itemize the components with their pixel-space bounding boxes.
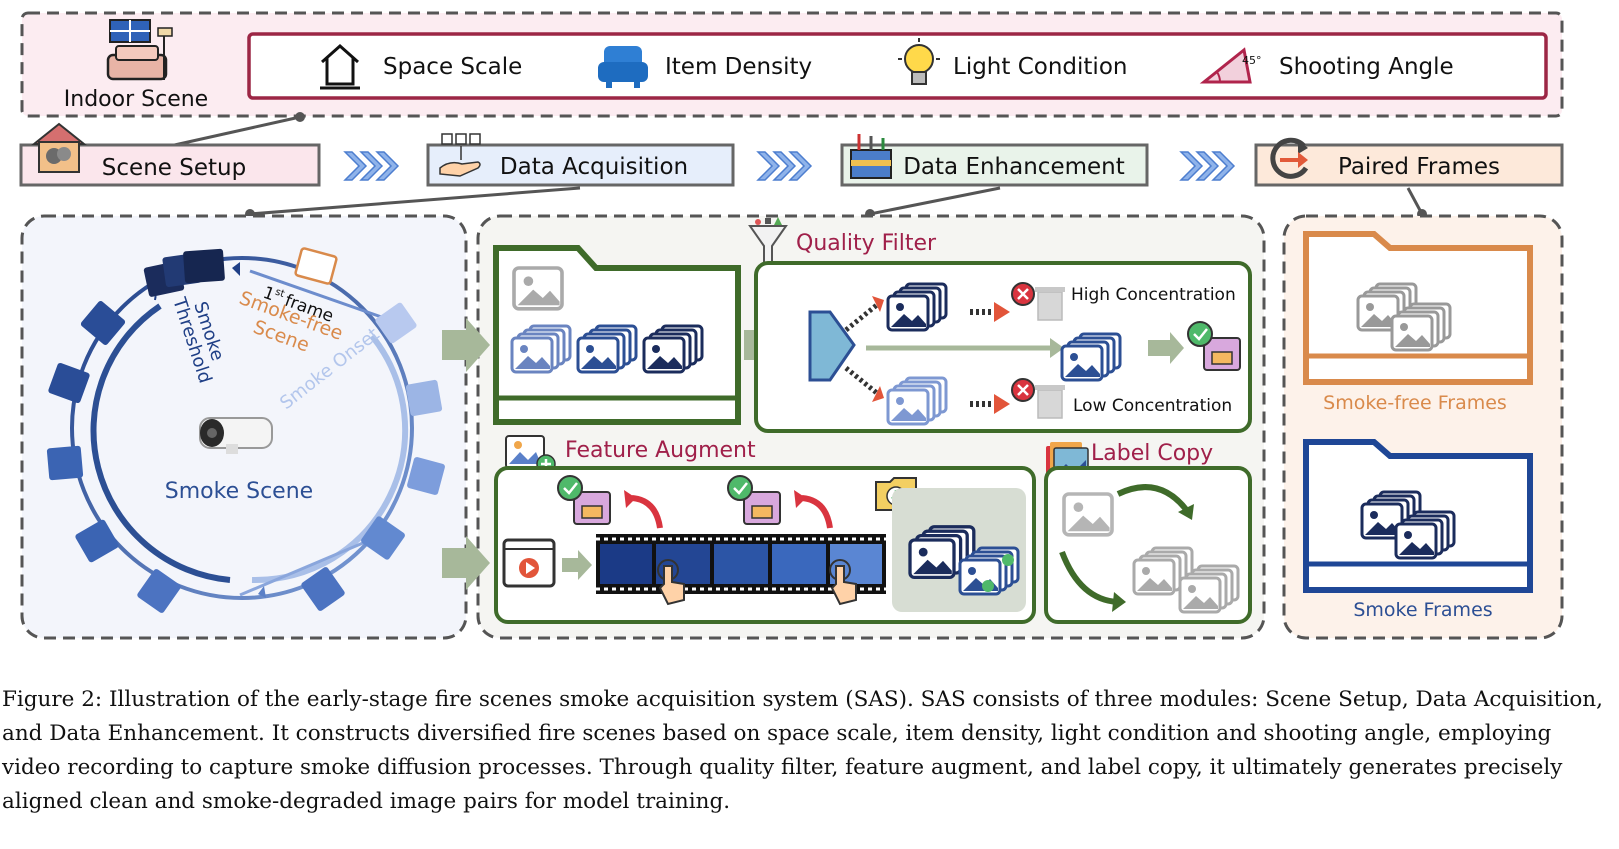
factor-light-condition: Light Condition [953,54,1127,80]
first-frame-sup: st [274,287,286,300]
reject-icon [1011,378,1035,402]
image-stack-icon [512,326,570,372]
trash-icon [1035,287,1065,321]
chevrons-icon [756,151,813,181]
image-stack-icon [888,378,946,424]
indoor-scene-panel: Indoor Scene Space Scale Item Density Li… [20,11,1564,118]
image-stack-icon [578,326,636,372]
step-paired-frames: Paired Frames [1254,137,1564,187]
image-stack-icon [1062,334,1120,380]
sofa-icon [106,19,173,81]
toolbox-icon [850,134,892,179]
factor-shooting-angle: Shooting Angle [1279,54,1454,80]
image-stack-icon [1180,566,1238,612]
cycle-arrow-icon [1270,137,1309,179]
smoke-folder [1303,439,1533,593]
figure-caption: Figure 2: Illustration of the early-stag… [2,687,1603,814]
house-smoke-icon [31,122,87,173]
save-check-icon [1187,321,1241,371]
step-paired-frames-label: Paired Frames [1338,154,1500,180]
hand-pointer-icon [657,559,685,606]
smoke-free-frames-label: Smoke-free Frames [1323,392,1507,414]
smoke-frame-tiles [46,247,445,613]
image-stack-icon [1392,304,1450,350]
angle-45-icon: 45° [1199,47,1262,84]
quality-filter-title: Quality Filter [796,231,937,256]
step-scene-setup-label: Scene Setup [102,155,246,181]
feature-augment-section: Feature Augment [494,435,1036,624]
step-data-enhancement: Data Enhancement [840,134,1149,187]
reject-icon [1011,282,1035,306]
step-data-enhancement-label: Data Enhancement [903,154,1125,180]
image-icon [1062,492,1114,537]
factor-space-scale: Space Scale [383,54,522,80]
hand-pointer-icon [829,559,857,606]
image-stack-icon [888,284,946,330]
save-check-icon [557,475,611,525]
step-scene-setup: Scene Setup [19,122,321,187]
paired-frames-panel: Smoke-free Frames Smoke Frames [1282,214,1564,640]
armchair-icon [598,46,648,88]
step-data-acquisition: Data Acquisition [426,133,735,187]
svg-text:45°: 45° [1242,54,1262,67]
chevrons-icon [1179,151,1236,181]
smoke-frames-label: Smoke Frames [1353,599,1492,621]
hand-data-icon [439,133,481,177]
step-data-acquisition-label: Data Acquisition [500,154,688,180]
video-icon [502,538,556,588]
chevrons-icon [343,151,400,181]
smoke-free-folder [1303,231,1533,385]
label-copy-title: Label Copy [1091,441,1213,466]
camera-icon [199,417,273,454]
feature-augment-title: Feature Augment [565,438,756,463]
pipeline-row: Scene Setup Data Acquisition [19,122,1564,187]
curved-arrow-icon [631,495,663,529]
smoke-scene-panel: Smoke Scene 1stframe Smoke-free Scene Sm… [20,214,468,640]
house-outline-icon [320,43,360,90]
save-check-icon [727,475,781,525]
image-stack-icon [1396,512,1454,558]
sas-diagram: Indoor Scene Space Scale Item Density Li… [19,11,1564,640]
image-icon [512,266,564,311]
smoke-scene-title: Smoke Scene [165,479,313,504]
data-enhancement-panel: Quality Filter [442,214,1266,640]
lightbulb-icon [898,38,940,85]
high-concentration-label: High Concentration [1071,285,1236,305]
indoor-scene-label: Indoor Scene [64,87,208,112]
raw-frames-folder [493,245,741,425]
low-concentration-label: Low Concentration [1073,396,1232,416]
curved-arrow-icon [801,495,833,529]
image-stack-icon [644,326,702,372]
quality-filter-section: Quality Filter [748,217,1252,433]
label-copy-section: Label Copy [1044,441,1252,624]
trash-icon [1035,385,1065,419]
factor-item-density: Item Density [665,54,812,80]
filter-funnel-shape [808,310,856,382]
